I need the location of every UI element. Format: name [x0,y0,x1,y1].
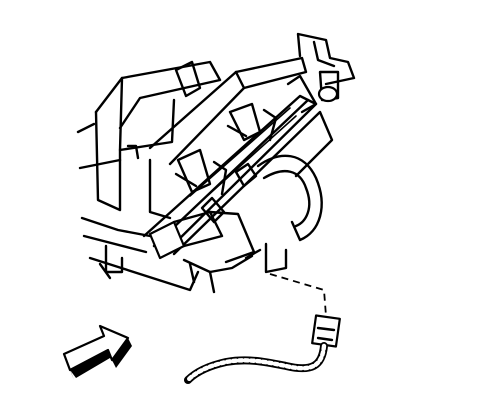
upper-frame [148,32,356,166]
view-direction-arrow-icon [62,324,132,380]
dashboard-housing [76,60,222,292]
wire-harness [184,314,341,384]
right-bracket [244,154,323,274]
connector-housing [148,210,256,294]
leader-line [269,273,327,317]
